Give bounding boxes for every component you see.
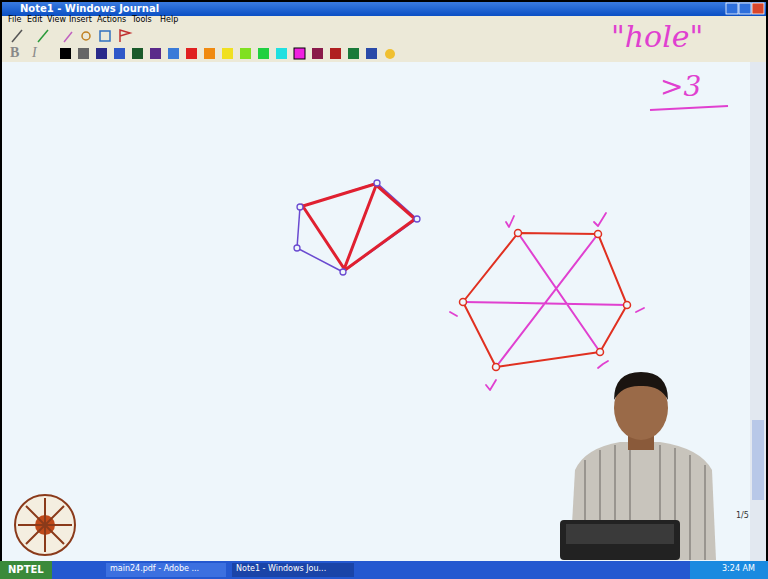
close-button [752, 3, 764, 14]
menu-item: Tools [132, 16, 152, 25]
taskbar-item [106, 563, 226, 577]
window-title: Note1 - Windows Journal [20, 3, 159, 14]
max-button [739, 3, 751, 14]
taskbar-label: main24.pdf - Adobe ... [110, 565, 199, 574]
menu-item: Help [160, 16, 178, 25]
min-button [726, 3, 738, 14]
hexagon-hole [450, 213, 644, 390]
nptel-logo [15, 495, 75, 555]
color-palette [60, 48, 395, 59]
presenter [560, 372, 716, 560]
canvas [2, 62, 750, 561]
menu-item: View [47, 16, 66, 25]
italic-button: I [32, 45, 37, 60]
handwritten-note: >3 [660, 72, 701, 103]
title-bar [2, 2, 766, 16]
menu-item: Insert [69, 16, 92, 25]
scroll-thumb [752, 420, 764, 500]
menu-item: File [8, 16, 21, 25]
underline [650, 106, 728, 110]
clock: 3:24 AM [722, 565, 755, 574]
tool-icons [12, 30, 130, 42]
taskbar-start [0, 561, 52, 579]
taskbar-label: Note1 - Windows Jou... [236, 565, 326, 574]
page-number: 1/5 [736, 512, 749, 521]
taskbar-item [232, 563, 354, 577]
bold-button: B [10, 45, 19, 60]
menu-item: Edit [27, 16, 43, 25]
logo-text: NPTEL [8, 564, 44, 575]
triangulated-polygon [294, 180, 420, 275]
taskbar [0, 561, 768, 579]
scrollbar [750, 62, 766, 561]
menu-item: Actions [97, 16, 126, 25]
handwritten-note: "hole" [611, 20, 703, 53]
tray [690, 561, 768, 579]
